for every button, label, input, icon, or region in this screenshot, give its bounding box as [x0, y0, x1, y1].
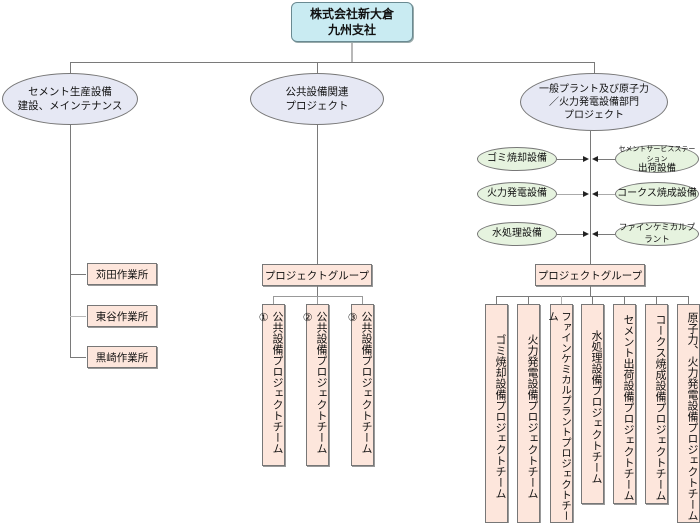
company-root-box: 株式会社新大倉 九州支社	[291, 2, 413, 42]
connector	[362, 296, 363, 304]
site-higashitani: 東谷作業所	[87, 305, 157, 327]
division-plant: 一般プラント及び原子力 ／火力発電設備部門 プロジェクト	[520, 73, 668, 131]
connector	[528, 296, 529, 304]
facility-label-line1: セメントサービスステーション	[618, 145, 696, 163]
division-cement-line1: セメント生産設備	[28, 86, 112, 98]
division-plant-line1: 一般プラント及び原子力	[539, 83, 649, 95]
public-team-1: 公共設備プロジェクトチーム①	[257, 304, 285, 466]
connector	[656, 296, 657, 304]
arrow-right-icon	[583, 191, 589, 197]
facility-label: ファインケミカルプラント	[618, 223, 696, 245]
team-label: 公共設備プロジェクトチーム①	[257, 311, 284, 454]
division-public-line1: 公共設備関連	[285, 86, 349, 98]
connector	[70, 274, 86, 275]
connector	[590, 286, 591, 296]
connector	[590, 131, 591, 264]
site-kurosaki: 黒崎作業所	[87, 346, 157, 368]
connector	[557, 194, 584, 195]
arrow-left-icon	[592, 231, 598, 237]
facility-water-treatment: 水処理設備	[477, 222, 557, 246]
connector	[592, 296, 593, 304]
connector	[496, 296, 497, 304]
plant-team-2: 火力発電設備プロジェクトチーム	[517, 304, 540, 523]
division-plant-line3: プロジェクト	[564, 109, 624, 121]
connector	[70, 125, 71, 357]
division-public-line2: プロジェクト	[285, 100, 349, 112]
connector	[598, 159, 615, 160]
connector	[70, 357, 86, 358]
team-label: セメント出荷設備プロジェクトチーム	[622, 313, 635, 501]
plant-team-1: ゴミ焼却設備プロジェクトチーム	[485, 304, 508, 523]
plant-team-3: ファインケミカルプラントプロジェクトチーム	[547, 304, 573, 523]
plant-team-7: 原子力、火力発電設備プロジェクトチーム	[677, 304, 700, 523]
connector	[624, 296, 625, 304]
connector	[70, 62, 71, 74]
plant-team-6: コークス焼成設備プロジェクトチーム	[645, 304, 668, 504]
facility-thermal-power: 火力発電設備	[477, 182, 557, 206]
arrow-right-icon	[583, 231, 589, 237]
arrow-left-icon	[592, 191, 598, 197]
plant-team-5: セメント出荷設備プロジェクトチーム	[613, 304, 636, 504]
division-cement-line2: 建設、メインテナンス	[17, 100, 123, 112]
connector	[688, 296, 689, 304]
site-label: 黒崎作業所	[95, 351, 149, 364]
connector	[557, 234, 584, 235]
division-cement: セメント生産設備 建設、メインテナンス	[2, 73, 138, 125]
connector	[317, 296, 318, 304]
connector	[273, 296, 363, 297]
facility-garbage-incineration: ゴミ焼却設備	[477, 147, 557, 171]
division-plant-line2: ／火力発電設備部門	[549, 96, 639, 108]
site-label: 東谷作業所	[95, 310, 149, 323]
facility-coke-calcination: コークス焼成設備	[615, 182, 699, 206]
connector	[317, 286, 318, 296]
plant-group-label: プロジェクトグループ	[537, 269, 643, 282]
connector	[557, 159, 584, 160]
plant-team-4: 水処理設備プロジェクトチーム	[581, 304, 604, 504]
team-label: ファインケミカルプラントプロジェクトチーム	[547, 311, 572, 521]
connector	[561, 296, 562, 304]
plant-project-group: プロジェクトグループ	[535, 264, 645, 286]
facility-cement-shipping: セメントサービスステーション 出荷設備	[615, 145, 699, 174]
connector	[598, 234, 615, 235]
connector	[594, 62, 595, 74]
division-public: 公共設備関連 プロジェクト	[250, 73, 384, 125]
connector	[273, 296, 274, 304]
public-team-2: 公共設備プロジェクトチーム②	[301, 304, 329, 466]
connector	[317, 62, 318, 74]
team-label: 原子力、火力発電設備プロジェクトチーム	[686, 312, 699, 521]
connector	[70, 62, 595, 63]
arrow-left-icon	[592, 156, 598, 162]
facility-label: コークス焼成設備	[617, 188, 697, 199]
facility-fine-chemical: ファインケミカルプラント	[615, 222, 699, 246]
connector	[598, 194, 615, 195]
facility-label: ゴミ焼却設備	[487, 153, 547, 164]
public-team-3: 公共設備プロジェクトチーム③	[346, 304, 374, 466]
facility-label: 水処理設備	[492, 228, 542, 239]
connector	[317, 125, 318, 264]
root-line1: 株式会社新大倉	[309, 7, 394, 21]
team-label: 火力発電設備プロジェクトチーム	[526, 334, 539, 499]
team-label: 水処理設備プロジェクトチーム	[590, 330, 603, 484]
facility-label: 火力発電設備	[487, 188, 547, 199]
connector	[351, 43, 353, 62]
site-kanda: 苅田作業所	[87, 263, 157, 285]
root-line2: 九州支社	[327, 23, 376, 37]
connector	[70, 316, 86, 317]
team-label: 公共設備プロジェクトチーム③	[346, 311, 373, 454]
public-group-label: プロジェクトグループ	[264, 269, 370, 282]
arrow-right-icon	[583, 156, 589, 162]
team-label: ゴミ焼却設備プロジェクトチーム	[494, 334, 507, 499]
team-label: コークス焼成設備プロジェクトチーム	[654, 313, 667, 501]
site-label: 苅田作業所	[95, 268, 149, 281]
facility-label-line2: 出荷設備	[637, 163, 676, 174]
team-label: 公共設備プロジェクトチーム②	[301, 311, 328, 454]
public-project-group: プロジェクトグループ	[262, 264, 372, 286]
